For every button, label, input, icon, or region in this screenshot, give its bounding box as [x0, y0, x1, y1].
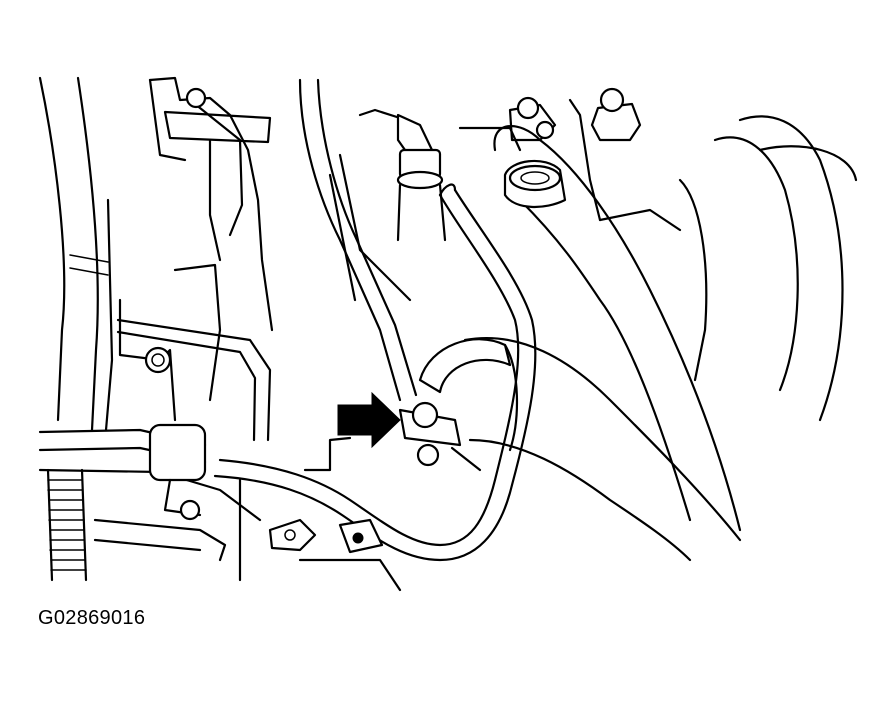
left-fender-outline	[38, 76, 114, 432]
right-component	[598, 115, 858, 422]
lower-left-pipes	[38, 423, 262, 562]
vertical-bracket	[116, 263, 272, 442]
upper-bracket	[148, 76, 274, 332]
figure-code: G02869016	[38, 607, 146, 629]
arrow-right-icon	[337, 391, 401, 449]
lower-center-parts	[238, 436, 402, 592]
large-hose	[493, 125, 742, 532]
center-tube	[298, 78, 418, 402]
hose-clamp	[398, 338, 519, 472]
upper-right-bolts	[458, 87, 642, 222]
engine-bay-line-drawing	[38, 76, 858, 592]
looped-pipe	[213, 183, 537, 562]
lower-hose	[463, 336, 742, 562]
top-fitting	[328, 108, 447, 302]
corrugated-hose	[46, 468, 88, 582]
